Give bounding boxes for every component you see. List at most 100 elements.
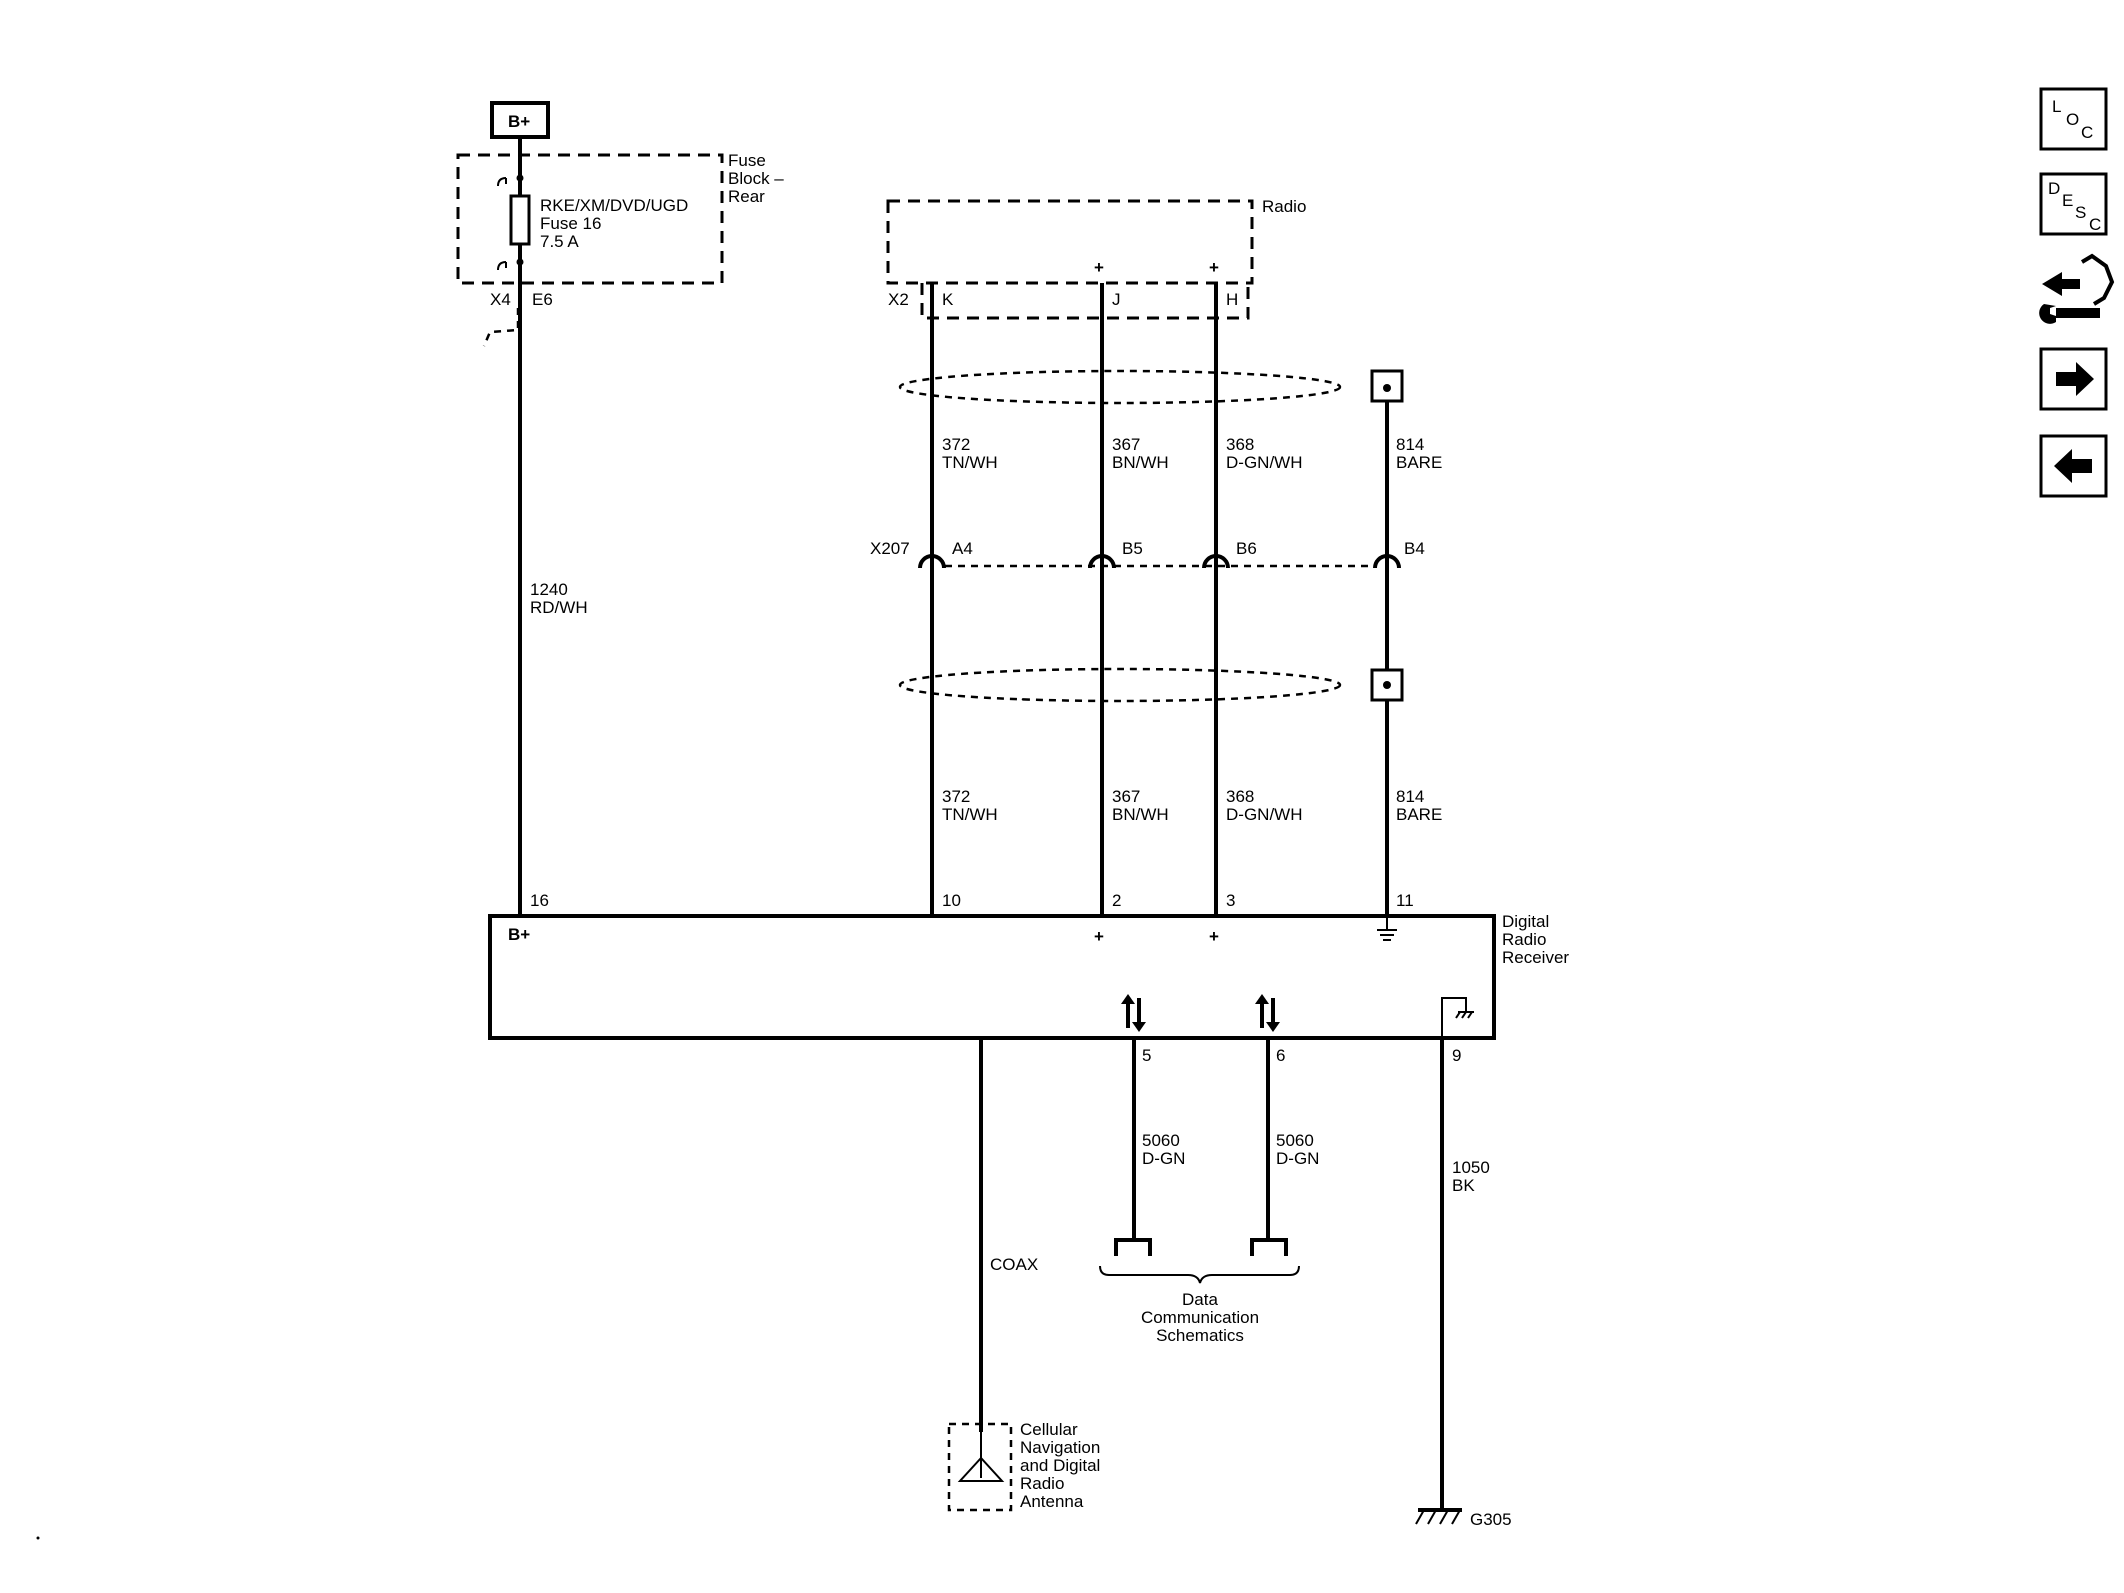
fuse-pin-label: E6 — [532, 290, 553, 309]
x207-pin-a4: A4 — [952, 539, 973, 558]
receiver-pin-9: 9 — [1452, 1046, 1461, 1065]
x207-pin-b5: B5 — [1122, 539, 1143, 558]
antenna-outline — [947, 1422, 1013, 1512]
data-arrows-pin6-icon — [1255, 994, 1280, 1032]
receiver-pin-11: 11 — [1396, 891, 1414, 910]
wire-372-label-upper: 372 TN/WH — [942, 435, 998, 472]
svg-text:RD/WH: RD/WH — [530, 598, 588, 617]
svg-text:and Digital: and Digital — [1020, 1456, 1100, 1475]
svg-text:Receiver: Receiver — [1502, 948, 1569, 967]
wrench-icon — [2039, 304, 2100, 324]
x207-pin-b4: B4 — [1404, 539, 1425, 558]
wire-1050-label: 1050 BK — [1452, 1158, 1490, 1195]
svg-text:Radio: Radio — [1502, 930, 1546, 949]
wire-368-label-lower: 368 D-GN/WH — [1226, 787, 1302, 824]
receiver-pin-10: 10 — [942, 891, 961, 910]
svg-text:368: 368 — [1226, 435, 1254, 454]
x207-pin-b6: B6 — [1236, 539, 1257, 558]
svg-text:RKE/XM/DVD/UGD: RKE/XM/DVD/UGD — [540, 196, 688, 215]
svg-text:5060: 5060 — [1142, 1131, 1180, 1150]
svg-text:+: + — [1209, 927, 1219, 946]
svg-text:Radio: Radio — [1020, 1474, 1064, 1493]
svg-text:+: + — [1209, 258, 1219, 277]
radio-module — [886, 199, 1254, 285]
wire-372-label-lower: 372 TN/WH — [942, 787, 998, 824]
svg-text:TN/WH: TN/WH — [942, 805, 998, 824]
receiver-bplus-label: B+ — [508, 925, 530, 944]
svg-text:D-GN: D-GN — [1276, 1149, 1319, 1168]
svg-text:E: E — [2062, 191, 2073, 210]
shield-lower — [898, 667, 1342, 703]
svg-text:7.5 A: 7.5 A — [540, 232, 579, 251]
svg-text:D: D — [2048, 179, 2060, 198]
fuse-connector-label: X4 — [490, 290, 511, 309]
svg-text:BARE: BARE — [1396, 453, 1442, 472]
svg-text:C: C — [2081, 123, 2093, 142]
svg-text:368: 368 — [1226, 787, 1254, 806]
data-link-connector-1 — [1114, 1238, 1152, 1256]
loc-button[interactable]: L O C — [2039, 87, 2108, 151]
internal-ground-icon — [1377, 916, 1397, 941]
svg-text:TN/WH: TN/WH — [942, 453, 998, 472]
back-arrow-icon — [2054, 449, 2092, 483]
wire-367-label-lower: 367 BN/WH — [1112, 787, 1169, 824]
svg-text:+: + — [1094, 258, 1104, 277]
desc-button[interactable]: D E S C — [2039, 172, 2108, 236]
next-arrow-icon — [2056, 362, 2094, 396]
fuse-16 — [509, 194, 531, 246]
svg-text:BK: BK — [1452, 1176, 1475, 1195]
fuse-label: RKE/XM/DVD/UGD Fuse 16 7.5 A — [540, 196, 688, 251]
svg-text:Data: Data — [1182, 1290, 1218, 1309]
svg-text:L: L — [2052, 97, 2061, 116]
digital-radio-receiver — [488, 914, 1496, 1040]
battery-source-label: B+ — [508, 112, 530, 131]
svg-text:O: O — [2066, 110, 2079, 129]
svg-text:1050: 1050 — [1452, 1158, 1490, 1177]
receiver-pin-16: 16 — [530, 891, 549, 910]
svg-text:372: 372 — [942, 787, 970, 806]
next-button[interactable] — [2039, 347, 2108, 411]
data-communication-schematics-link[interactable]: Data Communication Schematics — [1141, 1290, 1259, 1345]
svg-text:D-GN: D-GN — [1142, 1149, 1185, 1168]
connector-icon — [2042, 253, 2115, 306]
wire-5060-pin5-label: 5060 D-GN — [1142, 1131, 1185, 1168]
radio-connector-label: X2 — [888, 290, 909, 309]
wire-814-label-upper: 814 BARE — [1396, 435, 1442, 472]
svg-text:Digital: Digital — [1502, 912, 1549, 931]
svg-text:Fuse 16: Fuse 16 — [540, 214, 601, 233]
svg-text:814: 814 — [1396, 435, 1424, 454]
svg-text:BARE: BARE — [1396, 805, 1442, 824]
svg-text:1240: 1240 — [530, 580, 568, 599]
wire-814-label-lower: 814 BARE — [1396, 787, 1442, 824]
svg-text:Cellular: Cellular — [1020, 1420, 1078, 1439]
battery-source: B+ — [490, 101, 550, 139]
svg-text:Communication: Communication — [1141, 1308, 1259, 1327]
radio-pin-j: J — [1112, 290, 1121, 309]
ground-g305-icon — [1415, 1508, 1462, 1525]
x207-terminals — [918, 554, 1401, 580]
data-link-connector-2 — [1250, 1238, 1288, 1256]
svg-text:Schematics: Schematics — [1156, 1326, 1244, 1345]
wire-5060-pin6-label: 5060 D-GN — [1276, 1131, 1319, 1168]
radio-label: Radio — [1262, 197, 1306, 216]
fuse-block-outline — [456, 153, 724, 285]
svg-text:Antenna: Antenna — [1020, 1492, 1084, 1511]
svg-text:C: C — [2089, 215, 2101, 234]
back-button[interactable] — [2039, 434, 2108, 498]
svg-text:BN/WH: BN/WH — [1112, 805, 1169, 824]
svg-text:+: + — [1094, 927, 1104, 946]
connector-view-button[interactable] — [2039, 253, 2115, 324]
svg-text:814: 814 — [1396, 787, 1424, 806]
shield-upper — [898, 369, 1342, 405]
receiver-pin-6: 6 — [1276, 1046, 1285, 1065]
svg-text:S: S — [2075, 203, 2086, 222]
antenna-icon — [957, 1432, 1005, 1482]
fuse-block-label: Fuse Block – Rear — [728, 151, 784, 206]
wire-367-label-upper: 367 BN/WH — [1112, 435, 1169, 472]
ground-g305-label: G305 — [1470, 1510, 1512, 1529]
svg-text:372: 372 — [942, 435, 970, 454]
receiver-pin-2: 2 — [1112, 891, 1121, 910]
radio-pin-h: H — [1226, 290, 1238, 309]
data-arrows-pin5-icon — [1121, 994, 1146, 1032]
